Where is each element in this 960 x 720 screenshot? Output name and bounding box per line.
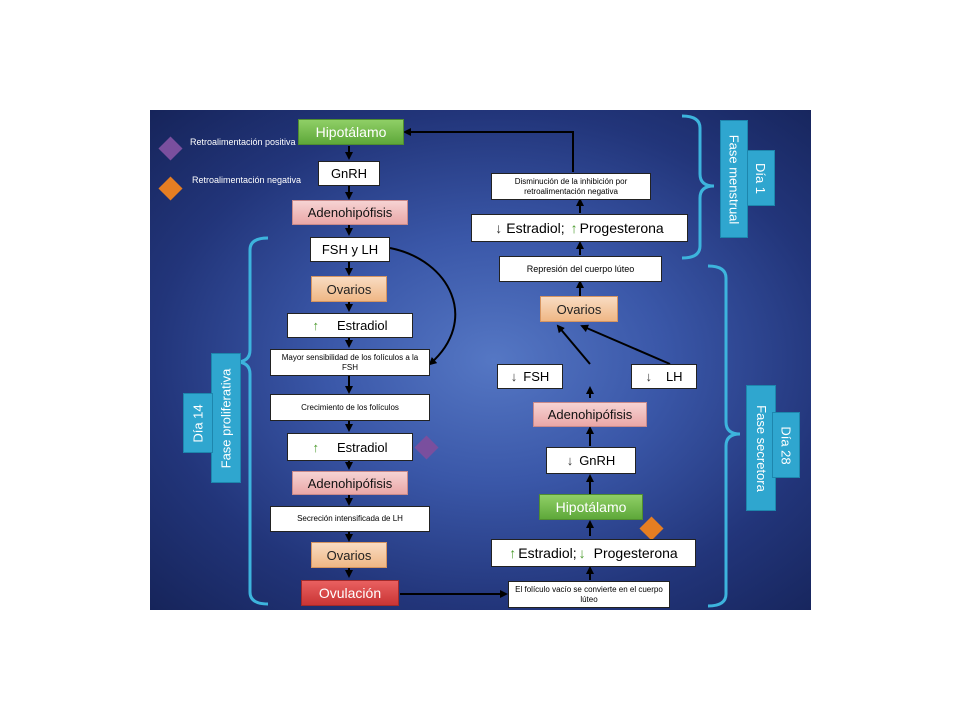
disminucion-box: Disminución de la inhibición por retroal… <box>491 173 651 200</box>
down-arrow-icon: ↓ <box>645 369 652 384</box>
represion-box: Represión del cuerpo lúteo <box>499 256 662 282</box>
adenohipofisis-box-2: Adenohipófisis <box>292 471 408 495</box>
ovarios-box-right: Ovarios <box>540 296 618 322</box>
gnrh-box: GnRH <box>318 161 380 186</box>
dia-1-tag: Día 1 <box>747 150 775 206</box>
down-arrow-icon: ↓ <box>495 220 503 236</box>
adenohipofisis-box-1: Adenohipófisis <box>292 200 408 225</box>
fase-menstrual-tag: Fase menstrual <box>720 120 748 238</box>
crecimiento-box: Crecimiento de los folículos <box>270 394 430 421</box>
estradiol-box-1: ↑ Estradiol <box>287 313 413 338</box>
progesterona-bottom-label: Progesterona <box>593 545 678 561</box>
dia-28-label: Día 28 <box>778 425 794 465</box>
adenohipofisis-box-right: Adenohipófisis <box>533 402 647 427</box>
arrow-lh-ovarios-r <box>580 324 671 365</box>
hipotalamo-box: Hipotálamo <box>298 119 404 145</box>
estradiol-label-1: Estradiol <box>336 318 388 333</box>
arrow-disminucion-hipotalamo <box>403 128 574 172</box>
estradiol-label-2: Estradiol <box>336 439 388 455</box>
dia-14-label: Día 14 <box>190 403 206 443</box>
connector-layer <box>235 114 741 608</box>
down-arrow-icon: ↓ <box>566 453 574 468</box>
diagram-canvas: Retroalimentación positiva Retroalimenta… <box>150 110 811 610</box>
arrow-fsh-curve <box>389 247 457 366</box>
fase-secretora-label: Fase secretora <box>753 404 769 492</box>
estradiol-bottom-label: Estradiol; <box>518 545 577 561</box>
bracket-secretora <box>707 264 741 608</box>
lh-label: LH <box>665 369 683 384</box>
gnrh-box-right: ↓ GnRH <box>546 447 636 474</box>
dia-28-tag: Día 28 <box>772 412 800 478</box>
gnrh-label-right: GnRH <box>579 453 616 468</box>
up-arrow-icon: ↑ <box>570 220 578 236</box>
ovulacion-box: Ovulación <box>301 580 399 606</box>
estradiol-progesterona-bottom: ↑ Estradiol; ↓ Progesterona <box>491 539 696 567</box>
up-arrow-icon: ↑ <box>312 318 319 333</box>
hipotalamo-box-right: Hipotálamo <box>539 494 643 520</box>
foliculo-box: El folículo vacío se convierte en el cue… <box>508 581 670 608</box>
secrecion-box: Secreción intensificada de LH <box>270 506 430 532</box>
estradiol-progesterona-top: ↓ Estradiol; ↑ Progesterona <box>471 214 688 242</box>
fase-proliferativa-tag: Fase proliferativa <box>211 353 241 483</box>
down-arrow-icon: ↓ <box>510 369 518 384</box>
fsh-label: FSH <box>523 369 550 384</box>
estradiol-top-label: Estradiol; <box>506 220 565 236</box>
down-arrow-icon: ↓ <box>578 545 586 561</box>
legend-positive: Retroalimentación positiva <box>190 137 296 147</box>
dia-14-tag: Día 14 <box>183 393 213 453</box>
fase-menstrual-label: Fase menstrual <box>726 134 742 224</box>
legend-negative: Retroalimentación negativa <box>192 175 302 185</box>
ovarios-box-2: Ovarios <box>311 542 387 568</box>
fsh-box-right: ↓ FSH <box>497 364 563 389</box>
fase-proliferativa-label: Fase proliferativa <box>218 368 234 468</box>
progesterona-top-label: Progesterona <box>579 220 664 236</box>
lh-box-right: ↓ LH <box>631 364 697 389</box>
bracket-menstrual <box>681 114 715 260</box>
fsh-lh-box: FSH y LH <box>310 237 390 262</box>
dia-1-label: Día 1 <box>753 162 769 194</box>
up-arrow-icon: ↑ <box>312 439 319 455</box>
fase-secretora-tag: Fase secretora <box>746 385 776 511</box>
estradiol-box-2: ↑ Estradiol <box>287 433 413 461</box>
arrow-fsh-ovarios-r <box>556 324 591 365</box>
sensibilidad-box: Mayor sensibilidad de los folículos a la… <box>270 349 430 376</box>
ovarios-box-1: Ovarios <box>311 276 387 302</box>
up-arrow-icon: ↑ <box>509 545 517 561</box>
